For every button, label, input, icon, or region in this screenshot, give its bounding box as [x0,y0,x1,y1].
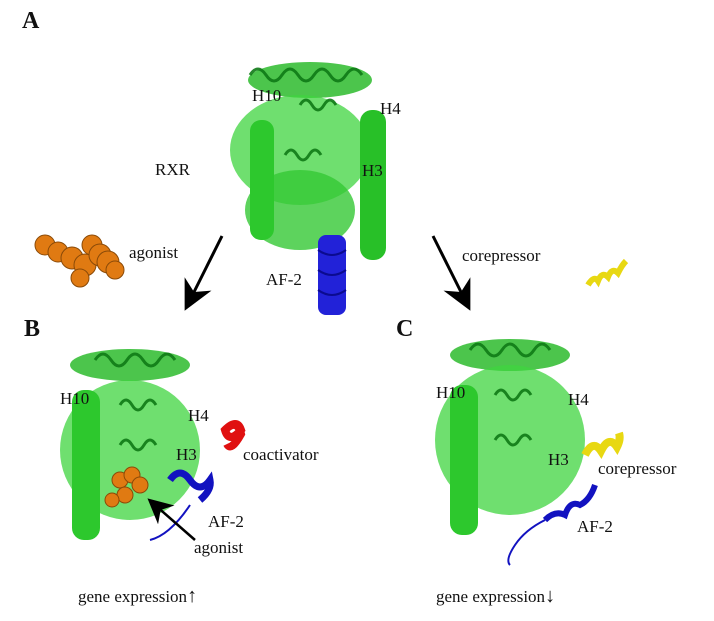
h4-label-c: H4 [568,390,589,409]
agonist-label-a: agonist [129,243,179,262]
down-arrow-icon: ↓ [545,585,556,607]
rxr-label: RXR [155,160,190,179]
agonist-molecule-icon [34,234,125,288]
h4-label-a: H4 [380,99,401,118]
af2-label-a: AF-2 [266,270,302,289]
up-arrow-icon: ↑ [187,585,198,607]
panel-label-c: C [396,316,414,342]
corepressor-label-c: corepressor [598,459,677,478]
gene-expression-up: gene expression↑ [78,585,197,608]
corepressor-pathway-arrow [431,235,471,311]
rxr-protein-structure-a [230,62,386,315]
h10-label-c: H10 [436,383,466,402]
outcome-text-c: gene expression [436,587,546,606]
panel-label-b: B [24,316,41,342]
corepressor-helix-icon [585,258,629,288]
h4-label-b: H4 [188,406,209,425]
agonist-pointer-arrow [147,498,196,541]
coactivator-label: coactivator [243,445,319,464]
h3-label-a: H3 [362,161,383,180]
h10-label-b: H10 [60,389,90,408]
rxr-agonist-complex-b [60,349,246,541]
gene-expression-down: gene expression↓ [436,585,555,608]
corepressor-label-a: corepressor [462,246,541,265]
agonist-label-b: agonist [194,538,244,557]
rxr-corepressor-complex-c [435,339,624,566]
h3-label-c: H3 [548,450,569,469]
panel-label-a: A [22,8,40,34]
h10-label-a: H10 [252,86,282,105]
af2-label-b: AF-2 [208,512,244,531]
h3-label-b: H3 [176,445,197,464]
outcome-text-b: gene expression [78,587,188,606]
agonist-pathway-arrow [184,235,224,311]
af2-label-c: AF-2 [577,517,613,536]
